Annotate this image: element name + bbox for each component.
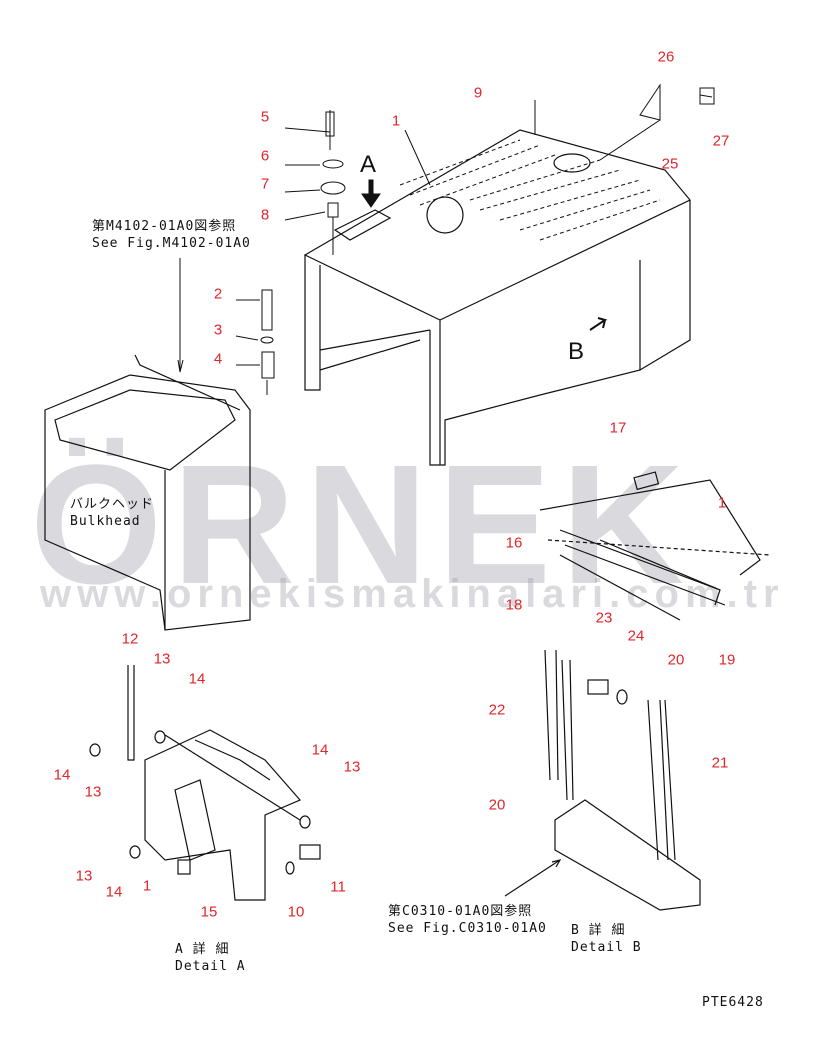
callout: 17: [609, 419, 627, 437]
callout: 21: [711, 754, 729, 772]
callout: 23: [595, 609, 613, 627]
bulkhead-jp: バルクヘッド: [70, 497, 155, 512]
callout: 22: [488, 701, 506, 719]
detail-a-jp: A 詳 細: [175, 942, 230, 957]
bulkhead-en: Bulkhead: [70, 514, 141, 529]
callout: 1: [717, 494, 727, 512]
callout: 14: [53, 766, 71, 784]
callout: 2: [213, 285, 223, 303]
ref-bottom-en: See Fig.C0310-01A0: [388, 921, 547, 936]
leader-lines: [177, 83, 715, 395]
callout: 1: [142, 877, 152, 895]
view-a-marker: A: [359, 151, 377, 178]
callout: 26: [657, 48, 675, 66]
callout: 20: [488, 796, 506, 814]
callout: 11: [330, 878, 346, 896]
detail-b-jp: B 詳 細: [571, 923, 626, 938]
callout: 24: [627, 627, 645, 645]
callout: 15: [200, 903, 218, 921]
callout: 20: [667, 651, 685, 669]
callout: 6: [260, 147, 270, 165]
callout: 12: [121, 630, 139, 648]
detail-b-cover: [504, 471, 771, 911]
detail-a-en: Detail A: [175, 959, 246, 974]
ref-top-jp: 第M4102-01A0図参照: [92, 219, 237, 234]
callout: 8: [260, 206, 270, 224]
callout: 14: [311, 741, 329, 759]
detail-a-bracket: [89, 665, 321, 901]
watermark-brand: ÖRNEK: [30, 430, 694, 620]
callout: 14: [188, 670, 206, 688]
detail-b-en: Detail B: [571, 940, 642, 955]
ref-top-en: See Fig.M4102-01A0: [92, 236, 251, 251]
drawing-code: PTE6428: [702, 995, 764, 1010]
ref-top: 第M4102-01A0図参照 See Fig.M4102-01A0: [92, 218, 251, 252]
callout: 13: [153, 650, 171, 668]
ref-bottom-jp: 第C0310-01A0図参照: [388, 904, 533, 919]
callout: 19: [718, 651, 736, 669]
callout: 18: [505, 596, 523, 614]
callout: 27: [712, 132, 730, 150]
callout: 13: [343, 758, 361, 776]
bulkhead-panel: [44, 354, 251, 631]
bulkhead-label: バルクヘッド Bulkhead: [70, 496, 154, 530]
callout: 13: [75, 867, 93, 885]
callout: 16: [505, 534, 523, 552]
hood-cover: [303, 129, 691, 466]
callout: 4: [213, 350, 223, 368]
callout: 9: [473, 84, 483, 102]
callout: 5: [260, 108, 270, 126]
callout: 7: [260, 175, 270, 193]
callout: 25: [661, 155, 679, 173]
detail-a-label: A 詳 細 Detail A: [175, 941, 246, 975]
detail-b-label: B 詳 細 Detail B: [571, 922, 642, 956]
callout: 1: [391, 112, 401, 130]
callout: 3: [213, 321, 223, 339]
view-b-marker: B: [567, 338, 585, 365]
callout: 13: [84, 783, 102, 801]
callout: 14: [105, 883, 123, 901]
callout: 10: [287, 903, 305, 921]
ref-bottom: 第C0310-01A0図参照 See Fig.C0310-01A0: [388, 903, 547, 937]
